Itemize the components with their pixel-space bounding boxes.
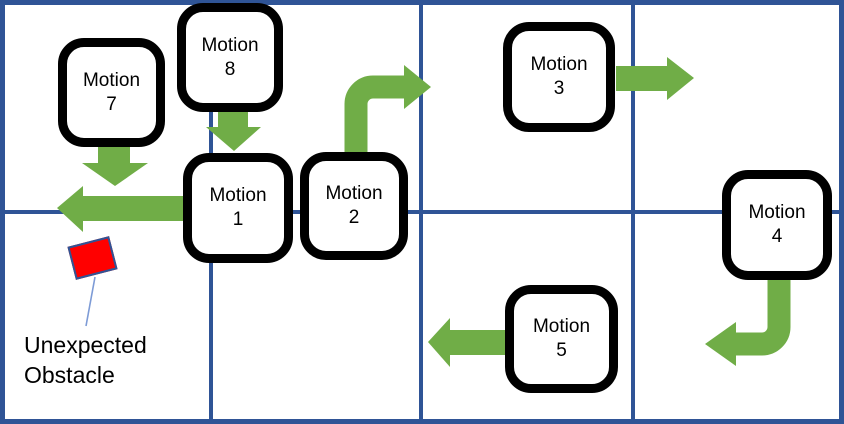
motion-7-box: Motion 7	[58, 38, 165, 147]
motion-7-number: 7	[106, 93, 117, 115]
motion-2-number: 2	[348, 207, 360, 228]
arrow-left-from-motion-1-icon	[57, 186, 186, 232]
motion-5-label: Motion	[532, 316, 591, 337]
motion-3-number: 3	[553, 78, 565, 99]
obstacle-callout-line	[85, 276, 96, 327]
arrow-left-from-motion-5-icon	[428, 318, 510, 367]
motion-2-label: Motion	[325, 183, 383, 204]
unexpected-obstacle-marker	[67, 236, 118, 280]
motion-1-box: Motion 1	[183, 153, 293, 263]
arrow-right-from-motion-3-icon	[616, 57, 694, 100]
motion-4-label: Motion	[748, 202, 806, 223]
motion-1-label: Motion	[209, 185, 267, 206]
motion-4-box: Motion 4	[722, 170, 832, 280]
motion-7-label: Motion	[82, 69, 141, 91]
motion-2-box: Motion 2	[300, 152, 408, 260]
unexpected-obstacle-caption: Unexpected Obstacle	[24, 330, 147, 390]
arrow-down-left-from-motion-4-icon	[705, 278, 791, 366]
motion-4-number: 4	[771, 226, 783, 247]
motion-3-box: Motion 3	[503, 22, 615, 132]
arrow-down-from-motion-7-icon	[82, 146, 148, 186]
motion-5-number: 5	[556, 340, 567, 361]
motion-8-number: 8	[224, 58, 236, 80]
obstacle-caption-line2: Obstacle	[24, 362, 115, 388]
motion-8-label: Motion	[201, 34, 259, 56]
motion-1-number: 1	[232, 209, 244, 230]
motion-8-box: Motion 8	[177, 3, 283, 112]
arrow-down-from-motion-8-icon	[206, 110, 261, 151]
motion-3-label: Motion	[530, 54, 588, 75]
grid-line-horizontal-1	[0, 210, 844, 214]
motion-5-box: Motion 5	[505, 285, 618, 393]
obstacle-caption-line1: Unexpected	[24, 332, 147, 358]
